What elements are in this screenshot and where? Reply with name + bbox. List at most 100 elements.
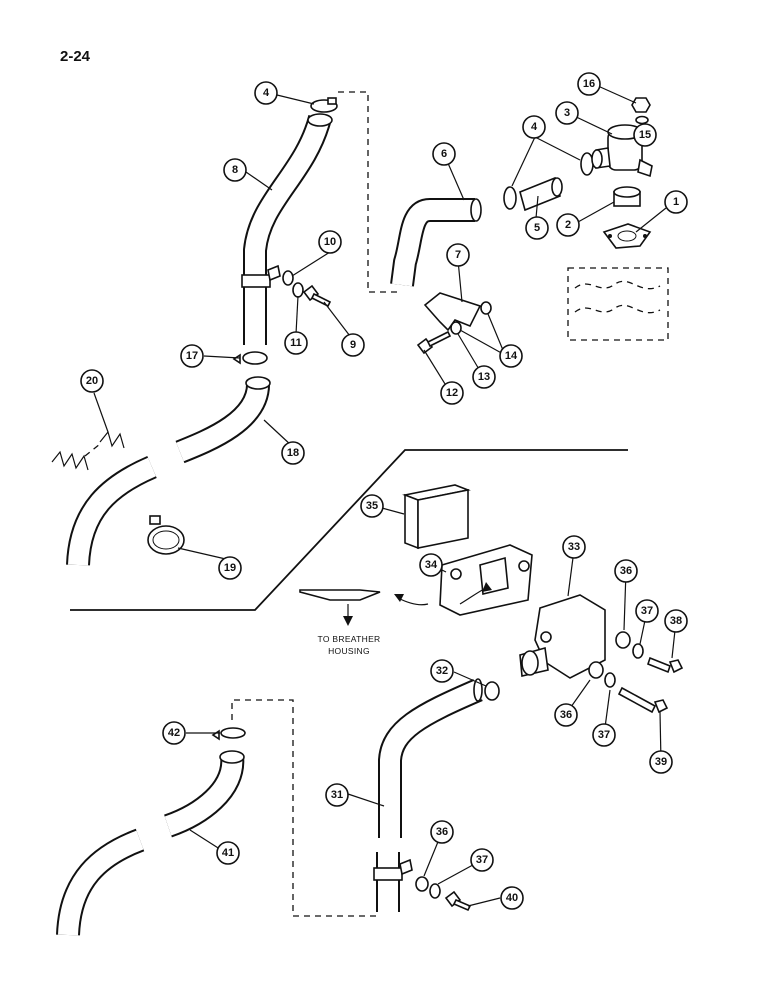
svg-text:13: 13 — [478, 371, 490, 383]
svg-text:37: 37 — [598, 729, 610, 741]
callout-1: 1 — [664, 190, 688, 214]
connection-line — [231, 699, 378, 917]
bolt-icon — [416, 330, 452, 355]
note-line-1: TO BREATHER — [318, 634, 381, 644]
bolt-icon — [444, 890, 472, 912]
callout-12: 12 — [440, 381, 464, 405]
callout-19: 19 — [218, 556, 242, 580]
svg-text:14: 14 — [505, 350, 518, 362]
svg-text:39: 39 — [655, 756, 667, 768]
clamp-icon — [211, 727, 246, 741]
washer-icon — [415, 876, 441, 899]
callout-3: 3 — [555, 101, 579, 125]
gasket-icon — [439, 544, 533, 616]
svg-text:18: 18 — [287, 447, 299, 459]
callout-10: 10 — [318, 230, 342, 254]
hose-icon — [66, 376, 271, 566]
svg-text:32: 32 — [436, 665, 448, 677]
bolt-icon — [302, 284, 332, 308]
page-number: 2-24 — [60, 48, 91, 65]
connection-line — [338, 91, 398, 293]
svg-text:36: 36 — [620, 565, 632, 577]
clamp-icon — [232, 351, 268, 365]
spring-icon — [51, 430, 125, 471]
washer-icon — [635, 115, 649, 125]
note-line-2: HOUSING — [328, 646, 370, 656]
svg-text:3: 3 — [564, 107, 570, 119]
callout-42: 42 — [162, 721, 186, 745]
callout-2: 2 — [556, 213, 580, 237]
clamp-icon — [147, 515, 185, 555]
callout-37: 37 — [635, 599, 659, 623]
callout-18: 18 — [281, 441, 305, 465]
callout-5: 5 — [525, 216, 549, 240]
callout-36: 36 — [554, 703, 578, 727]
svg-text:16: 16 — [583, 78, 595, 90]
callout-39: 39 — [649, 750, 673, 774]
callout-14: 14 — [499, 344, 523, 368]
washer-icon — [484, 681, 500, 701]
svg-text:17: 17 — [186, 350, 198, 362]
callout-16: 16 — [577, 72, 601, 96]
svg-text:15: 15 — [639, 129, 651, 141]
svg-text:36: 36 — [560, 709, 572, 721]
svg-text:38: 38 — [670, 615, 682, 627]
svg-text:31: 31 — [331, 789, 343, 801]
callout-4: 4 — [254, 81, 278, 105]
callout-8: 8 — [223, 158, 247, 182]
callout-13: 13 — [472, 365, 496, 389]
hose-icon — [373, 678, 483, 912]
nut-icon — [631, 97, 651, 113]
svg-text:36: 36 — [436, 826, 448, 838]
hose-icon — [519, 176, 563, 212]
svg-text:37: 37 — [641, 605, 653, 617]
washer-icon — [588, 631, 644, 688]
clamp-icon — [310, 97, 338, 113]
callout-40: 40 — [500, 886, 524, 910]
callout-38: 38 — [664, 609, 688, 633]
svg-text:41: 41 — [222, 847, 234, 859]
clip-band-icon — [241, 274, 271, 288]
callout-34: 34 — [419, 553, 443, 577]
thermostat-icon — [613, 186, 641, 207]
svg-text:33: 33 — [568, 541, 580, 553]
breather-cover-icon — [519, 594, 606, 679]
callout-6: 6 — [432, 142, 456, 166]
svg-text:8: 8 — [232, 164, 238, 176]
svg-text:4: 4 — [531, 121, 538, 133]
svg-text:34: 34 — [425, 559, 438, 571]
svg-text:12: 12 — [446, 387, 458, 399]
svg-text:19: 19 — [224, 562, 236, 574]
clip-band-icon — [373, 867, 403, 881]
svg-text:35: 35 — [366, 500, 378, 512]
svg-text:1: 1 — [673, 196, 679, 208]
svg-text:20: 20 — [86, 375, 98, 387]
breather-housing-icon — [299, 582, 492, 626]
svg-text:7: 7 — [455, 249, 461, 261]
filter-element-icon — [402, 484, 471, 550]
callout-31: 31 — [325, 783, 349, 807]
callout-35: 35 — [360, 494, 384, 518]
svg-text:10: 10 — [324, 236, 336, 248]
callout-17: 17 — [180, 344, 204, 368]
callout-36: 36 — [614, 559, 638, 583]
callout-20: 20 — [80, 369, 104, 393]
callout-41: 41 — [216, 841, 240, 865]
callout-33: 33 — [562, 535, 586, 559]
elbow-icon — [591, 124, 653, 178]
svg-text:42: 42 — [168, 727, 180, 739]
svg-text:40: 40 — [506, 892, 518, 904]
bracket-icon — [423, 292, 482, 332]
section-divider — [70, 449, 628, 611]
callout-15: 15 — [633, 123, 657, 147]
svg-text:11: 11 — [290, 337, 302, 349]
callout-4: 4 — [522, 115, 546, 139]
callout-37: 37 — [592, 723, 616, 747]
hose-icon — [56, 750, 245, 936]
svg-text:37: 37 — [476, 854, 488, 866]
svg-text:2: 2 — [565, 219, 571, 231]
gasket-icon — [602, 223, 652, 249]
hose-icon — [390, 198, 482, 287]
bolt-icon — [617, 656, 684, 714]
